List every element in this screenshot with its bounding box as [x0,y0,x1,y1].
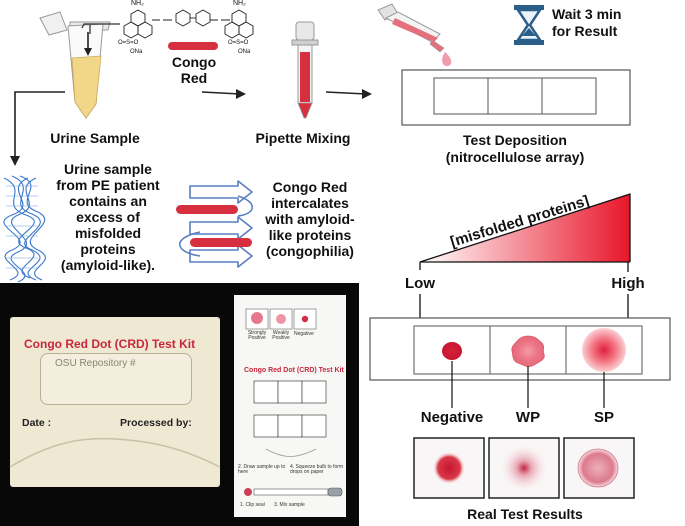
congo-explain-3: with amyloid- [265,211,355,227]
wp-label: WP [515,409,541,426]
wait-label-2: for Result [552,23,618,39]
urine-sample-label: Urine Sample [50,130,140,146]
congo-red-bar-upper [176,205,238,214]
weakly-positive-dot [511,335,545,367]
low-label: Low [405,275,435,292]
card-step-draw: 2. Draw sample up to here [238,464,286,476]
congo-red-bar-lower [190,238,252,247]
high-label: High [611,275,645,292]
congo-explain-4: like proteins [268,227,352,243]
strongly-positive-dot [582,328,626,372]
flow-line-urine-down [14,91,65,160]
flow-arrow-to-deposition [325,91,367,95]
osu-repository-label: OSU Repository # [55,358,136,369]
urine-tube [39,11,111,119]
negative-label: Negative [420,409,484,426]
card-step-squeeze: 4. Squeeze bulb to form drops on paper [290,464,344,476]
negative-dot [442,342,462,360]
kit-date-label: Date : [22,417,52,429]
urine-explain-4: excess of [76,209,140,225]
kit-box-window: OSU Repository # [40,353,192,405]
test-card: Strongly Positive Weakly Positive Negati… [234,295,346,517]
congo-red-label-1: Congo [171,54,217,70]
nh2-right-label: NH₂ [233,0,246,7]
urine-explain-7: (amyloid-like). [60,257,156,273]
urine-explain-1: Urine sample [64,161,152,177]
test-deposition-label-1: Test Deposition [463,132,567,148]
nh2-left-label: NH₂ [131,0,144,7]
urine-explain-5: misfolded [74,225,142,241]
ona-right-label: ONa [238,49,251,55]
flow-arrow-to-pipette [201,91,241,95]
card-negative: Negative [294,331,314,337]
card-step-mix: 3. Mix sample [274,502,305,508]
card-weakly-positive: Weakly Positive [272,330,290,342]
test-kit-photo: Congo Red Dot (CRD) Test Kit OSU Reposit… [0,283,359,526]
so3-right-label: O=S=O [228,40,249,46]
so3-left-label: O=S=O [118,40,139,46]
kit-box-title: Congo Red Dot (CRD) Test Kit [24,337,196,351]
congo-explain-2: intercalates [271,195,349,211]
congo-red-molecule [123,9,254,39]
card-strongly-positive: Strongly Positive [247,330,267,342]
test-deposition-label-2: (nitrocellulose array) [445,149,585,165]
congo-red-bar [168,42,218,50]
wait-label-1: Wait 3 min [552,6,622,22]
kit-box: Congo Red Dot (CRD) Test Kit OSU Reposit… [9,317,221,487]
congo-explain-1: Congo Red [272,179,348,195]
kit-box-flap [9,437,221,468]
kit-processed-label: Processed by: [120,417,192,429]
flow-line-tube-to-congo [81,23,120,34]
card-kit-title: Congo Red Dot (CRD) Test Kit [244,367,344,374]
sp-label: SP [593,409,614,426]
urine-explain-2: from PE patient [56,177,160,193]
urine-explain-6: proteins [80,241,136,257]
urine-explain-3: contains an [69,193,147,209]
ona-left-label: ONa [130,49,143,55]
pipette-mixing-label: Pipette Mixing [255,130,351,146]
real-results-label: Real Test Results [467,506,583,522]
congo-red-label-2: Red [180,70,208,86]
congo-explain-5: (congophilia) [266,243,354,259]
card-step-clip: 1. Clip seal [240,502,265,508]
